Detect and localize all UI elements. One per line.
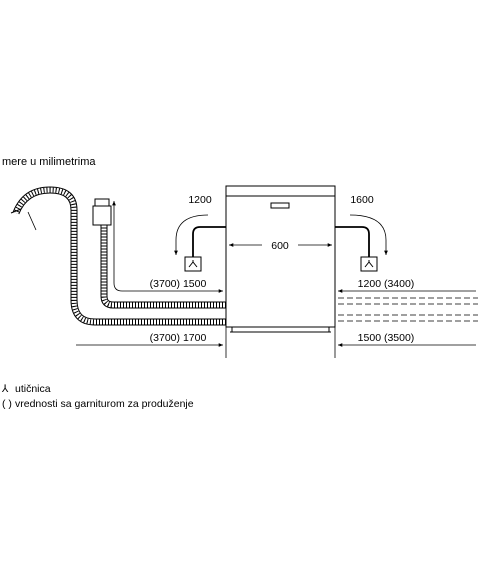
right-power-cable: 1600 — [335, 194, 388, 272]
socket-outlet-icon — [360, 256, 378, 272]
drain-hose — [10, 186, 226, 326]
legend-symbol-brackets: ( ) — [2, 398, 12, 410]
socket-outlet-icon — [184, 256, 202, 272]
legend-symbol-outlet: ⅄ — [2, 383, 9, 395]
legend-text-outlet: utičnica — [15, 383, 51, 395]
left-upper-dimension: (3700) 1500 — [150, 278, 207, 290]
left-lower-dimension: (3700) 1700 — [150, 332, 207, 344]
right-upper-dimension: 1200 (3400) — [358, 278, 415, 290]
legend: ⅄ utičnica ( ) vrednosti sa garniturom z… — [2, 383, 194, 410]
left-cable-label: 1200 — [188, 194, 212, 206]
diagram-title: mere u milimetrima — [2, 156, 96, 168]
water-tap-icon — [92, 198, 112, 226]
inlet-hose — [100, 225, 226, 309]
dishwasher-appliance — [225, 185, 336, 333]
width-label: 600 — [271, 240, 289, 252]
right-hose-extension — [338, 297, 478, 322]
right-lower-dimension: 1500 (3500) — [358, 332, 415, 344]
control-panel — [270, 202, 290, 209]
right-cable-label: 1600 — [350, 194, 374, 206]
left-power-cable: 1200 — [174, 194, 226, 272]
legend-text-brackets: vrednosti sa garniturom za produženje — [15, 398, 194, 410]
